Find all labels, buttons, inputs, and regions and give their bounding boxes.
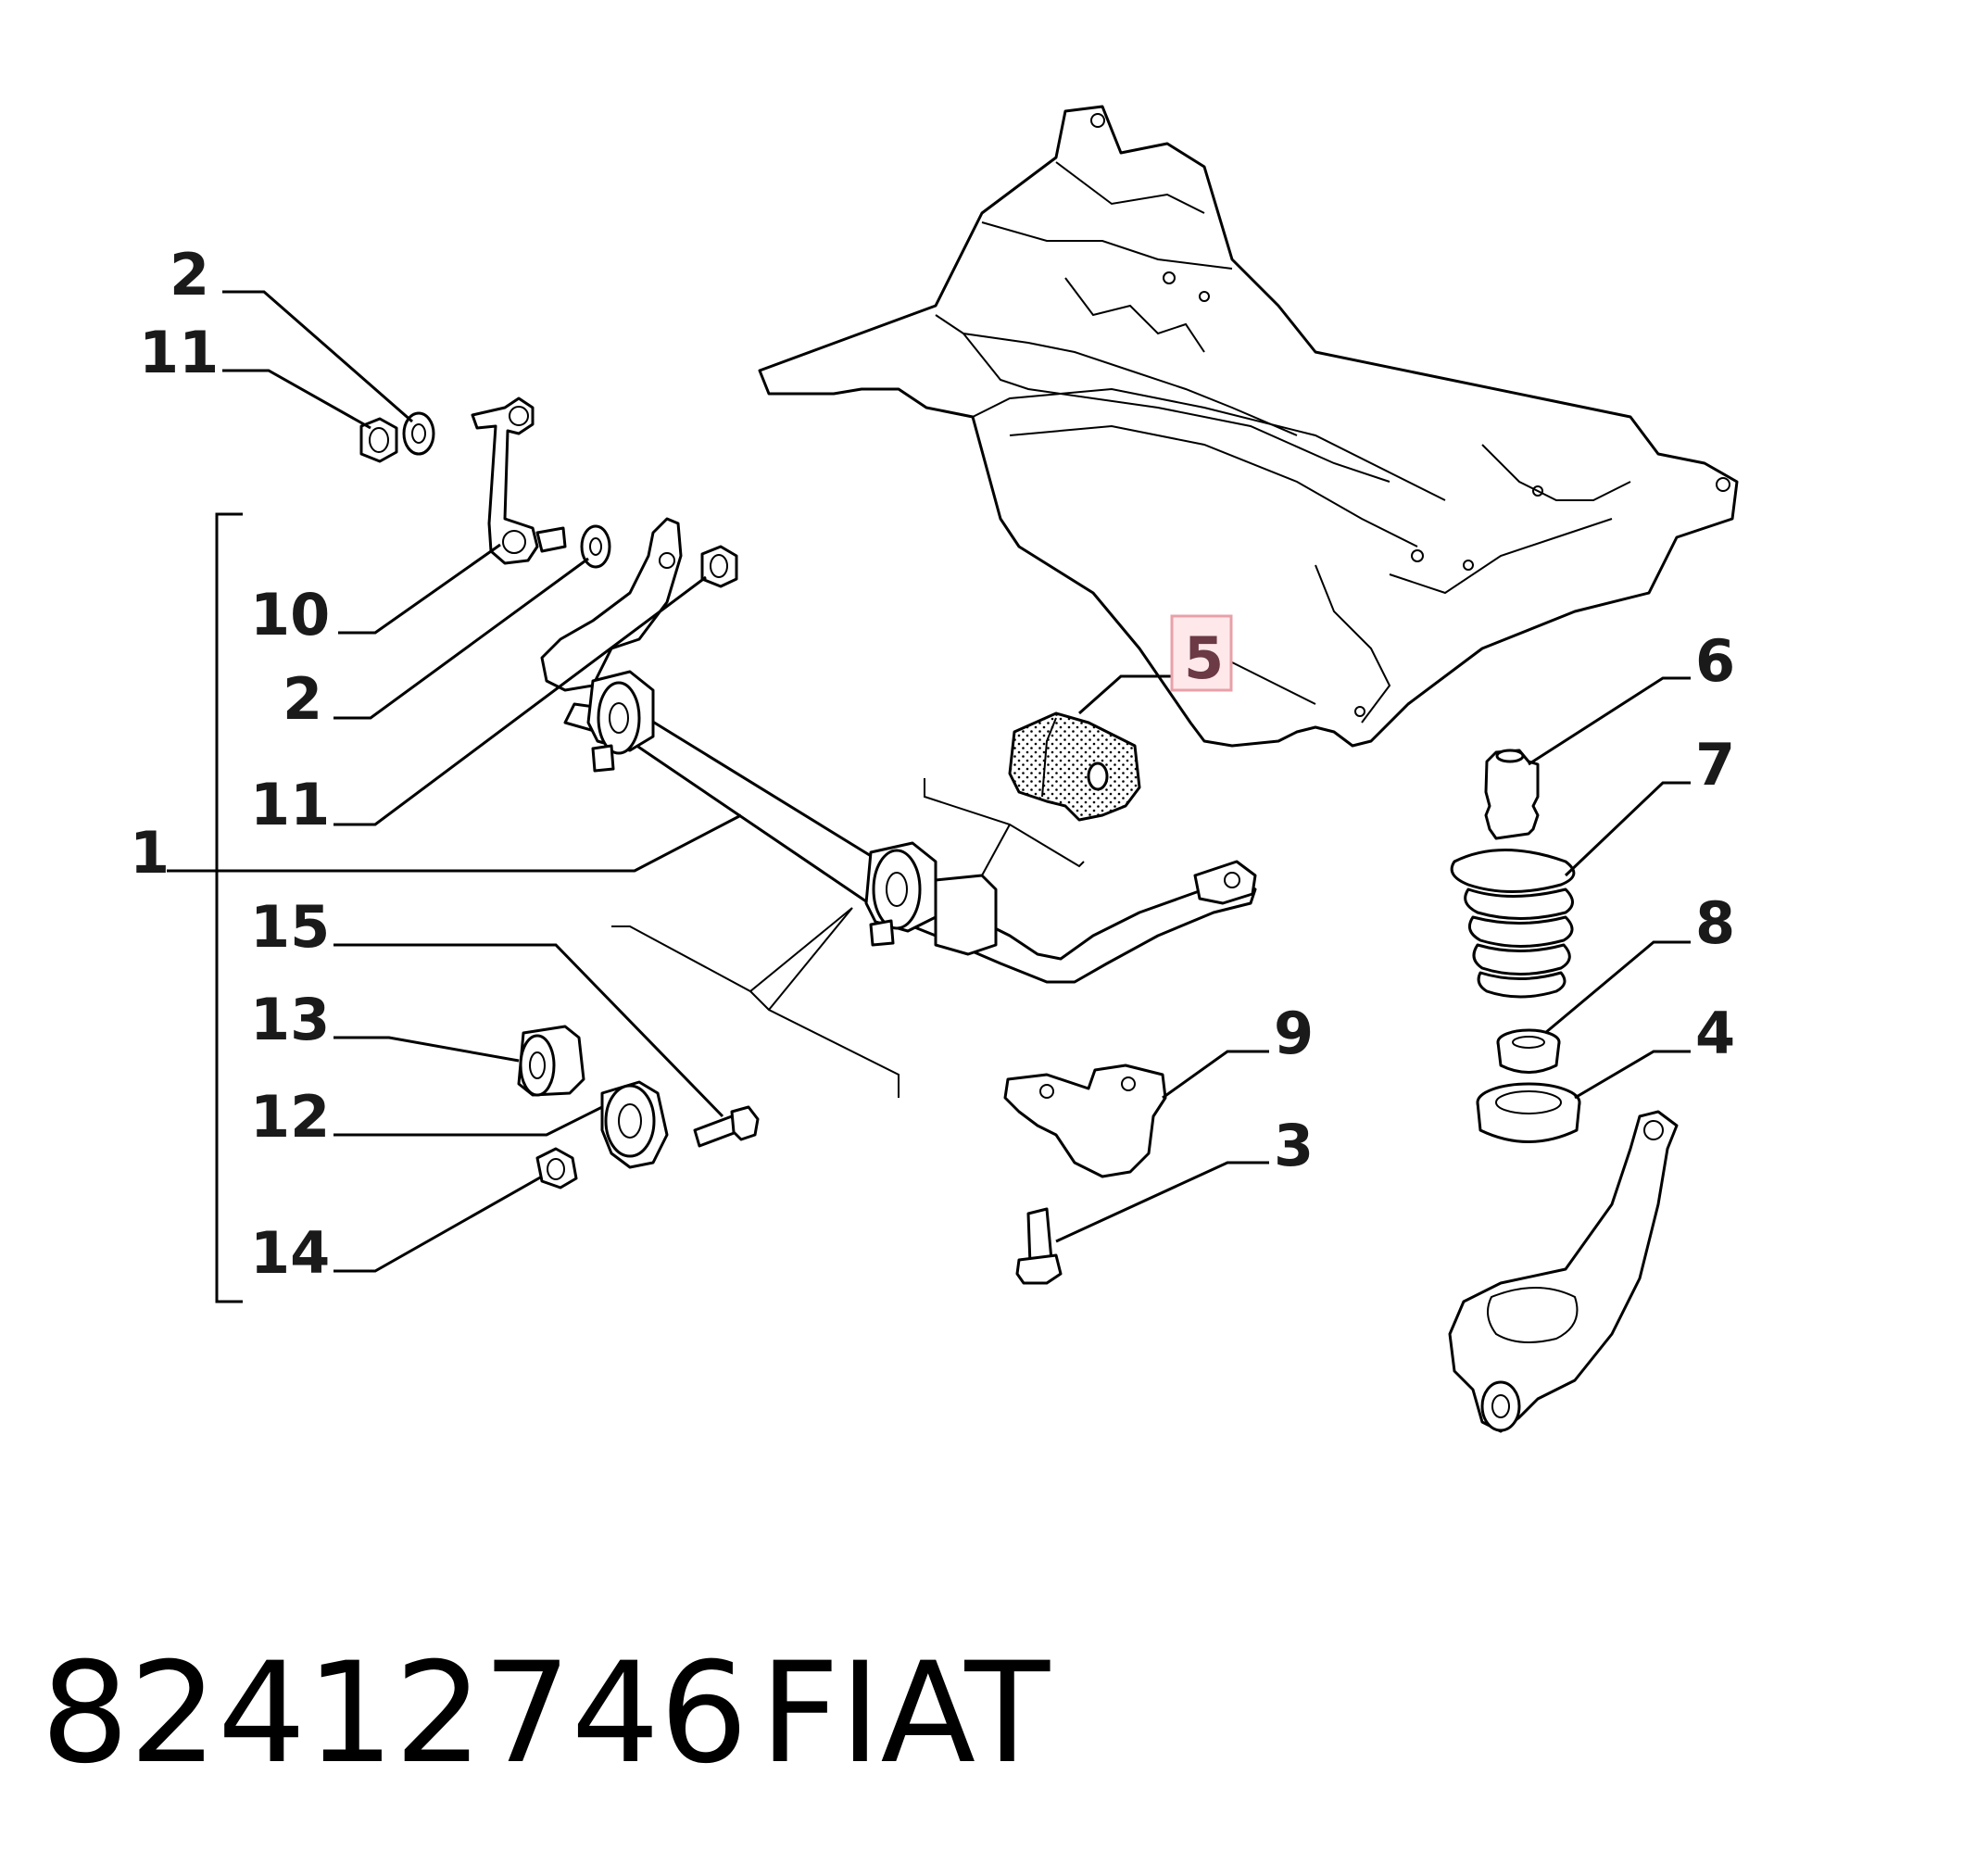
spring-seat-large — [1476, 1082, 1581, 1143]
leader-lines — [167, 290, 1691, 1273]
callout-7: 7 — [1695, 731, 1735, 799]
callout-4: 4 — [1695, 1000, 1735, 1067]
coil-spring — [1450, 849, 1576, 999]
bushing-clamp-12 — [600, 1080, 669, 1169]
callout-9: 9 — [1274, 1000, 1314, 1067]
callout-5: 5 — [1184, 624, 1224, 692]
bolt-3 — [1015, 1207, 1063, 1285]
clamp-bracket — [1003, 1064, 1167, 1178]
left-bracket-plate — [540, 517, 683, 692]
callout-12: 12 — [250, 1083, 330, 1151]
bump-stop — [1484, 749, 1540, 840]
lower-control-arm — [1448, 1110, 1679, 1433]
stabilizer-link — [471, 397, 567, 565]
nut-mid — [700, 545, 738, 588]
callout-11-top: 11 — [139, 319, 219, 386]
bushing-part-5 — [1008, 711, 1141, 822]
rear-subframe — [758, 105, 1739, 748]
washer-top — [402, 411, 435, 456]
callout-15: 15 — [250, 893, 330, 961]
brand-name: FIAT — [760, 1633, 1051, 1794]
callout-14: 14 — [250, 1219, 330, 1287]
group-bracket-1 — [215, 512, 243, 1303]
callout-1: 1 — [130, 819, 170, 887]
bushing-13 — [517, 1025, 585, 1097]
callout-10: 10 — [250, 581, 330, 648]
callout-5-highlight-box — [1170, 614, 1233, 692]
callout-8: 8 — [1695, 889, 1735, 957]
spring-seat-small — [1496, 1028, 1561, 1074]
washer-mid — [580, 524, 611, 569]
callout-2-mid: 2 — [283, 665, 322, 733]
callout-6: 6 — [1695, 627, 1735, 695]
callout-13: 13 — [250, 986, 330, 1053]
stabilizer-bar — [563, 670, 1257, 984]
callout-3: 3 — [1274, 1112, 1314, 1179]
part-number: 82412746 — [41, 1633, 749, 1794]
bar-reference-lines — [611, 778, 1085, 1098]
bolt-15 — [693, 1105, 760, 1148]
callout-11-mid: 11 — [250, 771, 330, 838]
nut-14 — [535, 1147, 578, 1190]
callout-2-top: 2 — [170, 241, 209, 308]
nut-top — [359, 417, 398, 463]
